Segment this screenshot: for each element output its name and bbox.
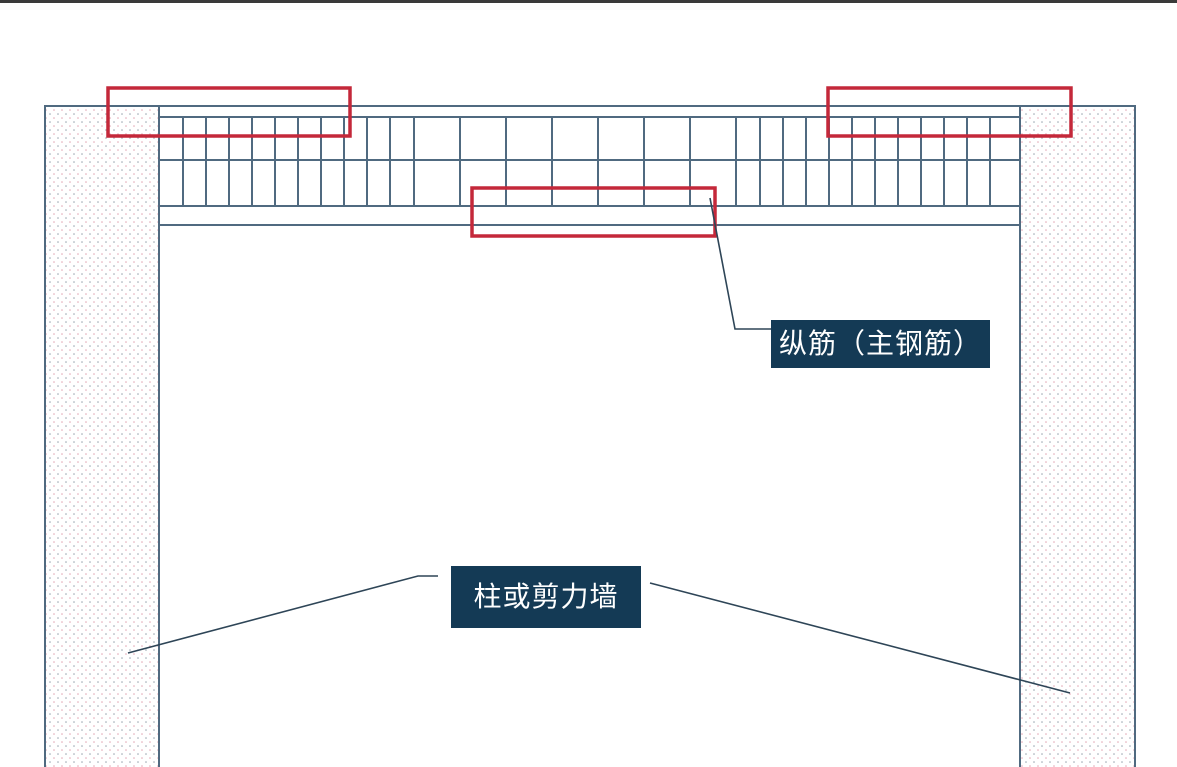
label-column-or-shear-wall: 柱或剪力墙 — [451, 566, 641, 628]
highlight-left-support — [106, 86, 352, 138]
left-column — [44, 105, 160, 767]
highlight-midspan-bottom — [470, 186, 717, 238]
leader-line-rebar — [709, 197, 771, 330]
beam-outline — [158, 105, 1021, 226]
label-longitudinal-rebar: 纵筋（主钢筋） — [771, 320, 990, 368]
leader-line-wall-left — [127, 575, 438, 654]
stirrup-group — [182, 117, 991, 206]
right-column — [1019, 105, 1136, 767]
leader-line-wall-right — [649, 582, 1071, 694]
window-top-bar — [0, 0, 1177, 3]
highlight-right-support — [826, 86, 1073, 138]
